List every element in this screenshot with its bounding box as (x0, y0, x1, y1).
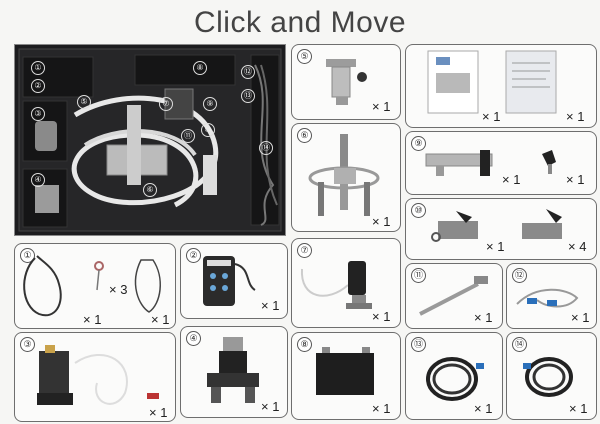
qty-label: × 1 (474, 401, 493, 416)
qty-label: × 3 (109, 282, 128, 297)
panel-item-12: ⑫ × 1 (506, 263, 597, 329)
case-label-14: ⑭ (259, 141, 273, 155)
item-number: ⑭ (512, 337, 527, 352)
case-label-3: ③ (31, 107, 45, 121)
case-label-4: ④ (31, 173, 45, 187)
qty-label: × 1 (372, 401, 391, 416)
panel-item-7: ⑦ × 1 (291, 238, 401, 328)
remote-controller-image (203, 256, 256, 306)
case-label-2: ② (31, 79, 45, 93)
panel-item-1: ① × 3 × 1 × 1 (14, 243, 176, 329)
coiled-cable-image (426, 357, 484, 401)
qty-label: × 1 (482, 109, 501, 124)
qty-label: × 1 (372, 214, 391, 229)
qty-label: × 1 (372, 99, 391, 114)
panel-item-5: ⑤ × 1 (291, 44, 401, 120)
panel-item-4: ④ × 1 (180, 326, 288, 418)
panel-item-9: ⑨ × 1 × 1 (405, 131, 597, 195)
cable-and-tie-image (23, 255, 161, 317)
adapter-plate-image (326, 59, 367, 105)
case-label-10: ⑩ (201, 123, 215, 137)
qty-label: × 1 (569, 401, 588, 416)
panel-item-8: ⑧ × 1 (291, 332, 401, 420)
tilt-motor-image (37, 345, 159, 405)
item-number: ② (186, 248, 201, 263)
qty-label: × 4 (568, 239, 587, 254)
panel-item-13: ⑬ × 1 (405, 332, 503, 420)
qty-label: × 1 (502, 172, 521, 187)
qty-label: × 1 (566, 172, 585, 187)
extension-cable-image (523, 357, 573, 397)
qty-label: × 1 (571, 310, 590, 325)
item-number: ③ (20, 337, 35, 352)
pan-head-image (207, 337, 259, 403)
panel-documents: × 1 × 1 (405, 44, 597, 128)
item-number: ⑫ (512, 268, 527, 283)
qty-label: × 1 (566, 109, 585, 124)
item-number: ⑤ (297, 49, 312, 64)
battery-box-image (316, 347, 374, 395)
case-label-8: ⑧ (193, 61, 207, 75)
qty-label: × 1 (83, 312, 102, 327)
qty-label: × 1 (261, 399, 280, 414)
panel-item-11: ⑪ × 1 (405, 263, 503, 329)
qty-label: × 1 (261, 298, 280, 313)
qty-label: × 1 (486, 239, 505, 254)
case-label-5: ⑤ (77, 95, 91, 109)
panel-item-3: ③ × 1 (14, 332, 176, 422)
item-number: ⑩ (411, 203, 426, 218)
case-label-7: ⑦ (159, 97, 173, 111)
panel-item-14: ⑭ × 1 (506, 332, 597, 420)
case-label-12: ⑫ (241, 65, 255, 79)
item-number: ⑧ (297, 337, 312, 352)
crank-handle-image (419, 276, 488, 316)
documents-image (427, 50, 557, 114)
item-number: ⑬ (411, 337, 426, 352)
case-label-13: ⑬ (241, 89, 255, 103)
item-number: ⑥ (297, 128, 312, 143)
qty-label: × 1 (151, 312, 170, 327)
case-label-6: ⑥ (143, 183, 157, 197)
qty-label: × 1 (474, 310, 493, 325)
qty-label: × 1 (149, 405, 168, 420)
item-number: ⑪ (411, 268, 426, 283)
qty-label: × 1 (372, 309, 391, 324)
gimbal-mount-image (308, 134, 380, 216)
case-label-11: ⑪ (181, 129, 195, 143)
item-number: ④ (186, 331, 201, 346)
case-photo: ① ② ③ ④ ⑤ ⑥ ⑦ ⑧ ⑨ ⑩ ⑪ ⑫ ⑬ ⑭ (14, 44, 286, 236)
item-number: ① (20, 248, 35, 263)
motor-unit-image (300, 261, 372, 309)
clamp-bar-image (425, 150, 556, 176)
case-label-1: ① (31, 61, 45, 75)
power-cable-image (516, 288, 579, 308)
case-label-9: ⑨ (203, 97, 217, 111)
clamps-image (431, 209, 562, 242)
panel-item-2: ② × 1 (180, 243, 288, 319)
item-number: ⑦ (297, 243, 312, 258)
item-number: ⑨ (411, 136, 426, 151)
panel-item-6: ⑥ × 1 (291, 123, 401, 232)
panel-item-10: ⑩ × 1 × 4 (405, 198, 597, 260)
page-title: Click and Move (193, 6, 407, 39)
